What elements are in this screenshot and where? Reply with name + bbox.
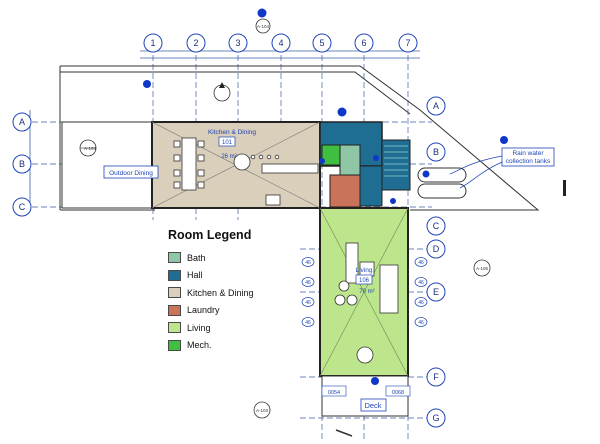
north-arrow-stub [335,429,353,437]
legend-item-bath: Bath [168,249,254,267]
rain-water-label-box [501,147,555,167]
legend-label: Laundry [187,305,220,316]
room-tag-box-living [355,274,373,285]
deck-label: Deck [364,401,381,410]
rain-water-tanks[interactable] [417,167,467,199]
outdoor-dining-label-box [103,165,159,179]
room-hall-lower[interactable] [359,165,383,207]
svg-text:46: 46 [305,300,311,306]
room-hall-stair[interactable] [381,139,411,191]
tag-dots [143,8,508,385]
kitchen-counter [250,154,319,206]
svg-text:46: 46 [418,300,424,306]
room-name-kitchen: Kitchen & Dining [208,129,256,136]
room-area-kitchen: 26 m² [221,154,236,160]
svg-text:46: 46 [418,280,424,286]
legend-label: Kitchen & Dining [187,287,254,298]
legend-swatch [168,287,181,299]
grid-label-4: 4 [278,38,283,48]
svg-text:46: 46 [305,280,311,286]
svg-text:C: C [19,202,26,212]
legend-swatch [168,269,181,281]
grid-label-3: 3 [235,38,240,48]
legend-item-kitchen-dining: Kitchen & Dining [168,284,254,302]
grid-label-7: 7 [405,38,410,48]
svg-text:46: 46 [305,320,311,326]
dining-table [173,137,251,191]
grid-row-labels-left: A B C [19,117,26,212]
legend-item-laundry: Laundry [168,302,254,320]
deck-tag-right-text: 0068 [392,390,404,396]
legend-item-hall: Hall [168,267,254,285]
grid-label-2: 2 [193,38,198,48]
room-legend: Room Legend Bath Hall Kitchen & Dining L… [168,228,254,354]
svg-text:D: D [433,244,440,254]
room-number-living: 106 [359,278,370,284]
roof-outline [59,65,540,211]
svg-text:A-104: A-104 [84,146,97,151]
grid-label-6: 6 [361,38,366,48]
legend-item-mech: Mech. [168,337,254,355]
elevation-marker-top[interactable] [213,82,231,102]
grid-label-1: 1 [150,38,155,48]
stair-treads [384,145,408,177]
elevation-marker-top-left[interactable]: A-104 [255,18,271,34]
legend-swatch [168,322,181,334]
svg-text:C: C [433,221,440,231]
downpipe [563,180,566,196]
window-tags-right [414,257,428,327]
deck-tag-left [321,385,347,397]
window-tag-texts: 46 46 46 46 46 46 46 46 [305,260,424,326]
svg-text:A-105: A-105 [476,266,489,271]
living-furniture [334,242,399,364]
room-laundry[interactable] [329,174,361,208]
svg-text:46: 46 [305,260,311,266]
window-tags-left [301,257,315,327]
svg-text:A: A [433,101,439,111]
legend-label: Living [187,322,211,333]
legend-item-living: Living [168,319,254,337]
elevation-marker-left[interactable]: A-104 [79,139,97,157]
deck-tag-left-text: 0054 [328,390,340,396]
grid-row-bubbles-right[interactable] [426,96,446,428]
elevation-marker-bottom[interactable]: A-103 [253,401,271,419]
grid-column-bubbles[interactable] [143,33,418,53]
grid-label-5: 5 [319,38,324,48]
svg-text:46: 46 [418,320,424,326]
room-name-living: Living [356,267,373,274]
svg-text:46: 46 [418,260,424,266]
svg-text:A: A [19,117,25,127]
deck-tag-right [385,385,411,397]
legend-swatch [168,252,181,264]
outdoor-dining-label: Outdoor Dining [109,170,153,177]
deck-label-box [360,398,387,412]
elevation-marker-right[interactable]: A-105 [473,259,491,277]
svg-text:G: G [432,413,439,423]
grid-row-bubbles-left[interactable] [12,112,32,217]
outdoor-dining-area[interactable] [61,121,153,209]
legend-swatch [168,304,181,316]
legend-label: Mech. [187,340,212,351]
room-area-living: 70 m² [359,289,374,295]
legend-label: Bath [187,252,206,263]
svg-text:A-103: A-103 [256,408,269,413]
svg-text:A-104: A-104 [257,24,270,29]
svg-text:E: E [433,287,439,297]
room-number-kitchen: 101 [222,140,233,146]
room-tag-box [218,136,236,147]
grid-row-labels-right: A B C D E F G [432,101,439,423]
legend-title: Room Legend [168,228,252,242]
room-bath[interactable] [339,144,361,176]
svg-text:B: B [19,159,25,169]
svg-text:F: F [433,372,439,382]
svg-text:B: B [433,147,439,157]
legend-label: Hall [187,270,203,281]
grid-column-labels: 1 2 3 4 5 6 7 [150,38,410,48]
legend-swatch [168,339,181,351]
